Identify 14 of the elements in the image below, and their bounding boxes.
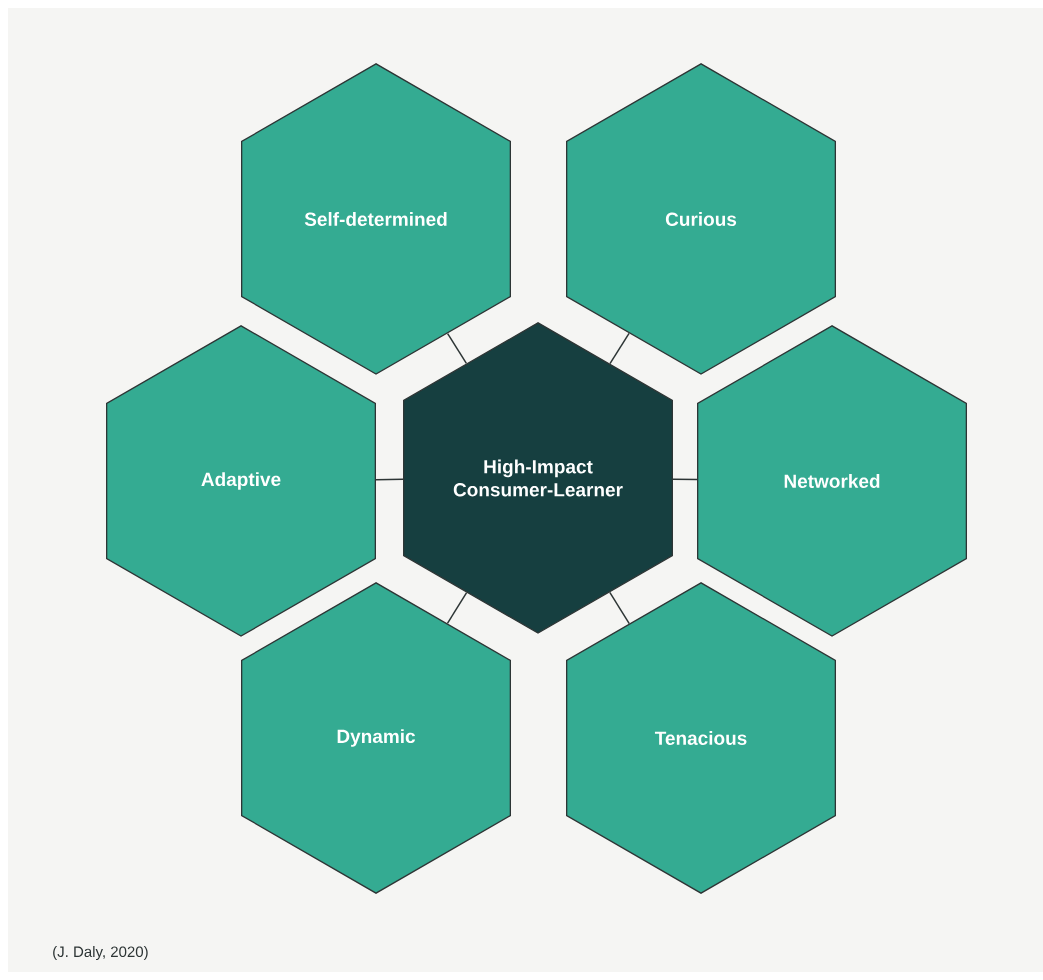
connector-line <box>446 591 468 625</box>
connector-line <box>672 478 698 481</box>
connector-line <box>609 332 630 365</box>
hexagon-node: Adaptive <box>106 325 376 637</box>
hexagon-node: Networked <box>697 325 967 637</box>
hexagon-node: High-Impact Consumer-Learner <box>403 322 673 634</box>
caption: (J. Daly, 2020) <box>53 946 148 960</box>
connector-line <box>446 332 468 365</box>
connector-line <box>375 478 404 481</box>
hexagon-node: Dynamic <box>241 582 511 894</box>
connector-line <box>609 591 630 625</box>
hexagon-node: Tenacious <box>566 582 836 894</box>
hexagon-node: Self-determined <box>241 63 511 375</box>
hexagon-node: Curious <box>566 63 836 375</box>
